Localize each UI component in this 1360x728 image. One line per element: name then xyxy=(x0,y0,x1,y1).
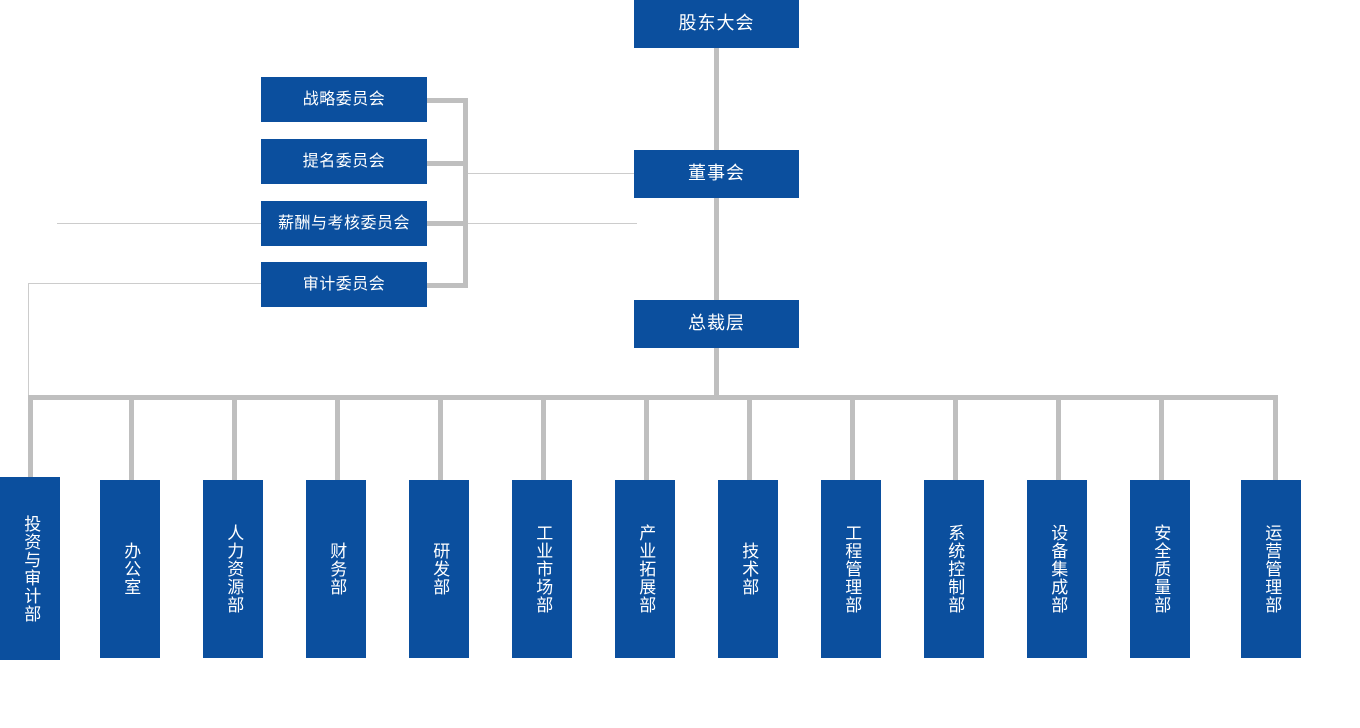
connector-drop-dept-12 xyxy=(1159,395,1164,480)
connector-committee-stub-4 xyxy=(427,283,468,288)
node-dept-industrial-market[interactable]: 工业市场部 xyxy=(512,480,572,658)
connector-drop-dept-11 xyxy=(1056,395,1061,480)
connector-committee-spine xyxy=(463,98,468,288)
node-dept-equipment-integration[interactable]: 设备集成部 xyxy=(1027,480,1087,658)
node-shareholders-meeting-label: 股东大会 xyxy=(678,13,755,35)
node-committee-compensation-label: 薪酬与考核委员会 xyxy=(277,213,410,233)
connector-drop-dept-3 xyxy=(232,395,237,480)
connector-shareholders-to-board xyxy=(714,48,719,150)
node-dept-finance-label: 财务部 xyxy=(326,542,347,596)
connector-drop-dept-4 xyxy=(335,395,340,480)
connector-committee-stub-3 xyxy=(427,221,468,226)
node-dept-operations-management-label: 运营管理部 xyxy=(1261,524,1282,614)
connector-compensation-right xyxy=(427,223,637,224)
connector-drop-dept-2 xyxy=(129,395,134,480)
node-dept-engineering-management[interactable]: 工程管理部 xyxy=(821,480,881,658)
node-dept-office[interactable]: 办公室 xyxy=(100,480,160,658)
node-dept-research-development-label: 研发部 xyxy=(429,542,450,596)
connector-drop-dept-10 xyxy=(953,395,958,480)
node-dept-human-resources-label: 人力资源部 xyxy=(223,524,244,614)
connector-drop-dept-5 xyxy=(438,395,443,480)
node-dept-research-development[interactable]: 研发部 xyxy=(409,480,469,658)
connector-president-to-bus xyxy=(714,348,719,400)
connector-committee-stub-2 xyxy=(427,161,468,166)
node-dept-industry-expansion[interactable]: 产业拓展部 xyxy=(615,480,675,658)
node-dept-technology-label: 技术部 xyxy=(738,542,759,596)
node-board-of-directors[interactable]: 董事会 xyxy=(634,150,799,198)
connector-drop-dept-9 xyxy=(850,395,855,480)
node-committee-compensation[interactable]: 薪酬与考核委员会 xyxy=(261,201,427,246)
node-president-office-label: 总裁层 xyxy=(688,313,745,335)
node-dept-safety-quality[interactable]: 安全质量部 xyxy=(1130,480,1190,658)
node-dept-operations-management[interactable]: 运营管理部 xyxy=(1241,480,1301,658)
node-dept-human-resources[interactable]: 人力资源部 xyxy=(203,480,263,658)
node-dept-technology[interactable]: 技术部 xyxy=(718,480,778,658)
connector-drop-dept-13 xyxy=(1273,395,1278,480)
node-committee-strategy[interactable]: 战略委员会 xyxy=(261,77,427,122)
node-dept-investment-audit[interactable]: 投资与审计部 xyxy=(0,477,60,660)
node-dept-engineering-management-label: 工程管理部 xyxy=(841,524,862,614)
node-dept-system-control[interactable]: 系统控制部 xyxy=(924,480,984,658)
node-committee-nomination-label: 提名委员会 xyxy=(302,151,386,171)
node-shareholders-meeting[interactable]: 股东大会 xyxy=(634,0,799,48)
connector-committees-to-board xyxy=(467,173,635,174)
connector-drop-dept-7 xyxy=(644,395,649,480)
connector-drop-dept-1 xyxy=(28,395,33,477)
connector-committee-stub-1 xyxy=(427,98,468,103)
node-dept-investment-audit-label: 投资与审计部 xyxy=(20,514,41,623)
connector-audit-down xyxy=(28,283,29,397)
node-dept-safety-quality-label: 安全质量部 xyxy=(1150,524,1171,614)
connector-compensation-left xyxy=(57,223,262,224)
node-dept-finance[interactable]: 财务部 xyxy=(306,480,366,658)
node-president-office[interactable]: 总裁层 xyxy=(634,300,799,348)
node-dept-office-label: 办公室 xyxy=(120,542,141,596)
connector-board-to-president xyxy=(714,198,719,300)
connector-audit-left xyxy=(28,283,262,284)
node-committee-audit[interactable]: 审计委员会 xyxy=(261,262,427,307)
connector-department-bus xyxy=(28,395,1278,400)
node-committee-nomination[interactable]: 提名委员会 xyxy=(261,139,427,184)
node-dept-system-control-label: 系统控制部 xyxy=(944,524,965,614)
node-board-of-directors-label: 董事会 xyxy=(688,163,745,185)
node-dept-industrial-market-label: 工业市场部 xyxy=(532,524,553,614)
node-committee-strategy-label: 战略委员会 xyxy=(302,89,386,109)
node-dept-equipment-integration-label: 设备集成部 xyxy=(1047,524,1068,614)
node-dept-industry-expansion-label: 产业拓展部 xyxy=(635,524,656,614)
node-committee-audit-label: 审计委员会 xyxy=(302,274,386,294)
connector-drop-dept-8 xyxy=(747,395,752,480)
connector-drop-dept-6 xyxy=(541,395,546,480)
